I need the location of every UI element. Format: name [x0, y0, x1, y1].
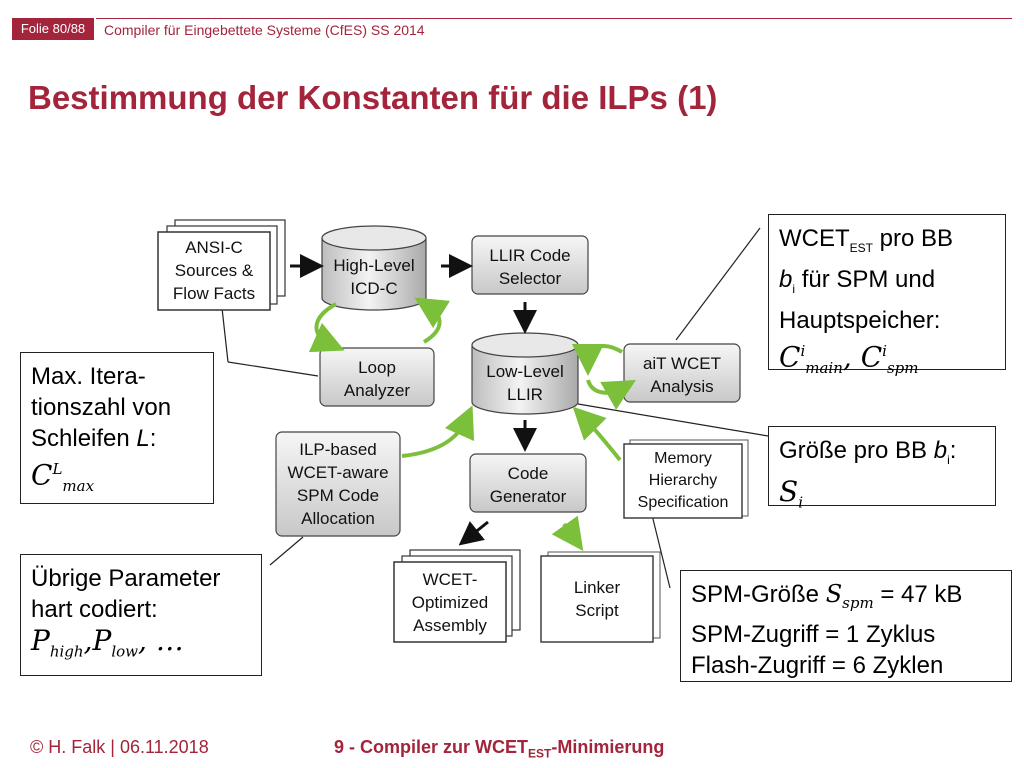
connector-line: [269, 536, 304, 566]
max-iter-info-box: Max. Itera- tionszahl von Schleifen L: C…: [20, 352, 214, 504]
green-arrow: [308, 302, 345, 353]
green-arrow: [586, 379, 636, 410]
header-rule: [96, 18, 1012, 19]
green-arrow: [401, 405, 475, 458]
wcet-optimized-assembly-node: [393, 549, 521, 643]
ansi-c-sources-node: [157, 219, 286, 311]
course-title: Compiler für Eingebettete Systeme (CfES)…: [104, 22, 425, 38]
loop-analyzer-node: [319, 347, 435, 407]
wcet-info-box: WCETEST pro BB bi für SPM und Hauptspeic…: [768, 214, 1006, 377]
size-formula: Si: [779, 474, 803, 512]
size-info-box: Größe pro BB bi: Si: [768, 426, 996, 511]
connector-line: [577, 403, 769, 437]
wcet-formula: Cimain, Cispm: [779, 339, 919, 377]
green-arrow: [572, 406, 622, 462]
linker-script-node: [540, 551, 661, 643]
connector-line: [227, 361, 319, 377]
high-level-icd-c-node: [321, 225, 427, 311]
green-arrow: [414, 297, 451, 344]
other-params-formula: Phigh,Plow, …: [31, 624, 184, 661]
slide-number: Folie 80/88: [12, 18, 94, 40]
connector-line: [651, 514, 671, 589]
connector-line: [675, 227, 761, 341]
green-arrow: [551, 515, 584, 552]
flow-arrow: [458, 520, 489, 546]
ilp-spm-allocation-node: [275, 431, 401, 537]
ait-wcet-analysis-node: [623, 343, 741, 403]
spm-info-box: SPM-Größe Sspm = 47 kB SPM-Zugriff = 1 Z…: [680, 570, 1012, 682]
max-iter-formula: CLmax: [31, 458, 95, 495]
code-generator-node: [469, 453, 587, 513]
other-params-info-box: Übrige Parameter hart codiert: Phigh,Plo…: [20, 554, 262, 676]
low-level-llir-node: [471, 332, 579, 415]
connector-line: [221, 307, 229, 363]
footer-chapter: 9 - Compiler zur WCETEST-Minimierung: [334, 737, 665, 761]
green-arrow: [572, 343, 624, 376]
slide-title: Bestimmung der Konstanten für die ILPs (…: [28, 79, 718, 116]
memory-hierarchy-node: [623, 439, 749, 519]
footer-author: © H. Falk | 06.11.2018: [30, 737, 209, 757]
